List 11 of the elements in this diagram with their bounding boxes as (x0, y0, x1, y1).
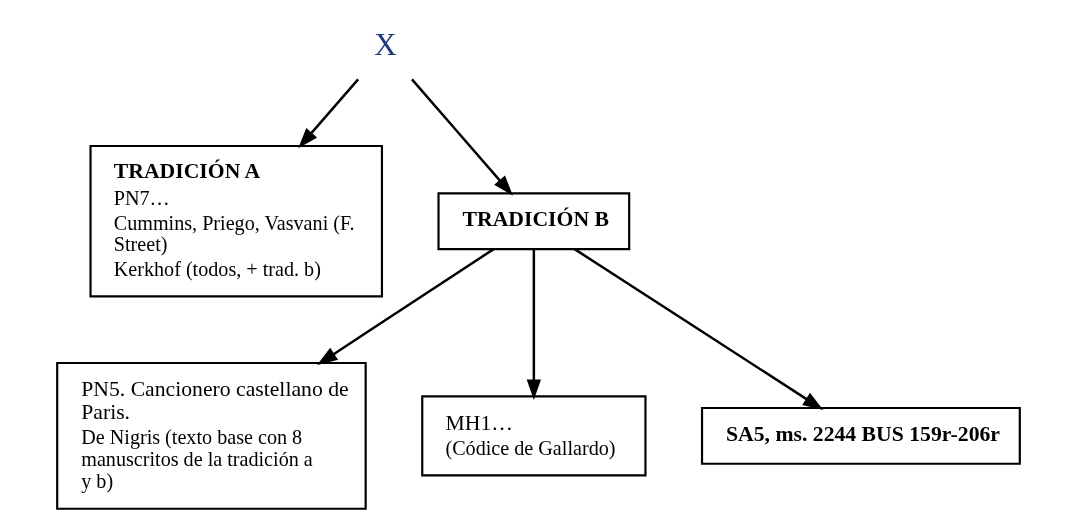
node-box: MH1… (Códice de Gallardo) (420, 395, 647, 477)
arrow (316, 248, 494, 366)
node-box: TRADICIÓN B (436, 192, 630, 251)
arrow (297, 78, 359, 149)
node-box: TRADICIÓN A PN7… Cummins, Priego, Vasvani (F. Street) Kerkhof (todos, + trad. b) (88, 144, 383, 298)
arrow (410, 78, 513, 196)
node-box: PN5. Cancionero castellano de Paris. De Nigris (texto base con 8 manuscritos de la tradición a y b) (55, 361, 367, 510)
arrow (573, 248, 823, 410)
node-text: X (373, 26, 397, 62)
arrow (526, 249, 541, 400)
node-box: SA5, ms. 2244 BUS 159r-206r (700, 406, 1021, 465)
